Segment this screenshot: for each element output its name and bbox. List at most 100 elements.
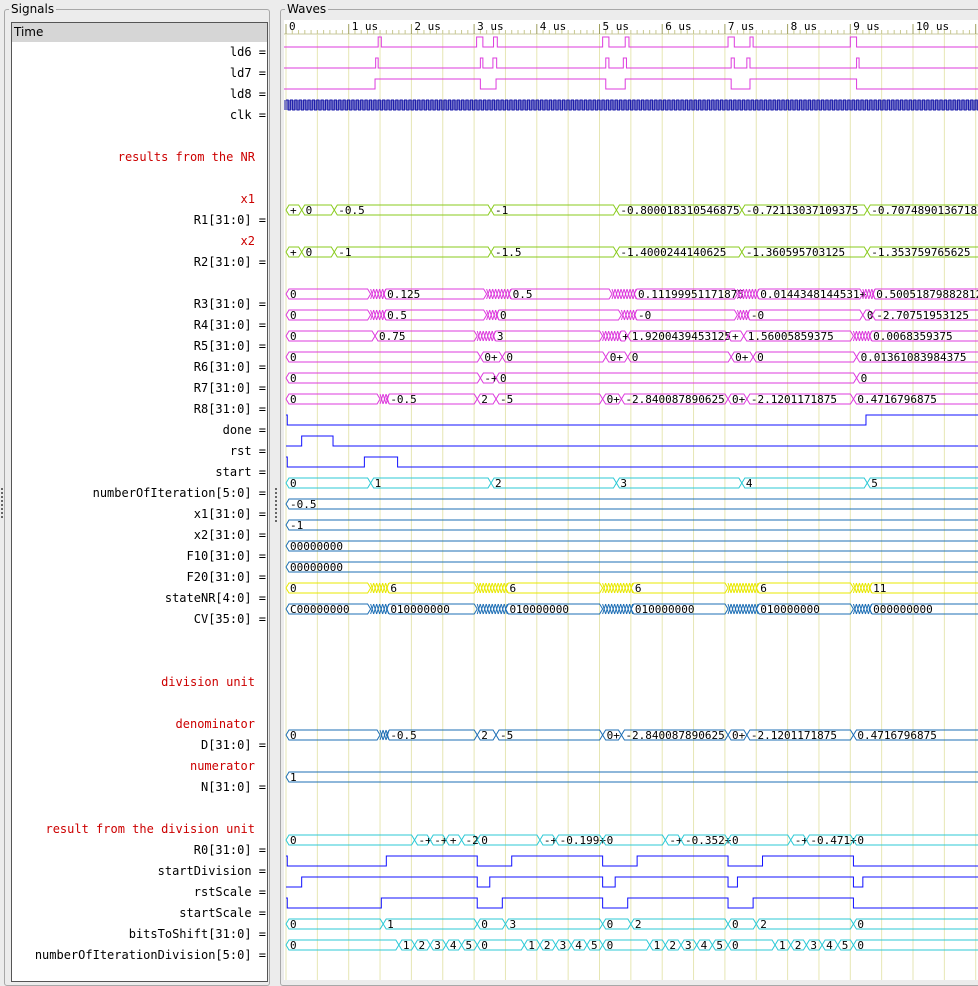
bus-transition-hatch	[733, 603, 738, 615]
signal-name-row[interactable]: D[31:0] =	[200, 738, 266, 752]
comment-row[interactable]: x2	[240, 234, 255, 248]
signal-name-row[interactable]: numberOfIteration[5:0] =	[92, 486, 266, 500]
bus-value-label: 1	[779, 939, 786, 952]
bus-transition-hatch	[742, 309, 747, 321]
pane-splitter-grip[interactable]	[273, 488, 279, 524]
bus-value-label: 3	[434, 939, 441, 952]
comment-row[interactable]: result from the division unit	[45, 822, 255, 836]
signal-name-row[interactable]: R4[31:0] =	[193, 318, 266, 332]
bus-transition-hatch	[614, 288, 619, 300]
time-label: 4 us	[540, 20, 567, 33]
bus-segment	[755, 582, 855, 594]
bus-transition-hatch	[382, 603, 387, 615]
signal-name-row[interactable]: bitsToShift[31:0] =	[128, 927, 266, 941]
signal-name-row[interactable]: rstScale =	[193, 885, 266, 899]
bus-transition-hatch	[858, 330, 863, 342]
comment-row[interactable]: numerator	[189, 759, 255, 773]
signal-name-row[interactable]: x1[31:0] =	[193, 507, 266, 521]
left-splitter-grip[interactable]	[0, 488, 4, 524]
bus-segment	[285, 603, 372, 615]
bus-value-label: 00000000	[290, 561, 343, 574]
comment-row[interactable]: denominator	[175, 717, 255, 731]
signal-name-row[interactable]: x2[31:0] =	[193, 528, 266, 542]
signal-name-row[interactable]: ld6 =	[229, 45, 266, 59]
comment-row[interactable]: division unit	[161, 675, 255, 689]
signal-name-row[interactable]: CV[35:0] =	[193, 612, 266, 626]
pulse-trace	[284, 78, 978, 90]
bus-value-label: 000000000	[873, 603, 933, 616]
bus-value-label: -2	[466, 834, 479, 847]
bus-segment	[633, 288, 739, 300]
time-label: 1 us	[352, 20, 379, 33]
bus-value-label: -1.5	[495, 246, 522, 259]
bus-value-label: 0.11199951171875	[638, 288, 744, 301]
bus-value-label: 0	[632, 351, 639, 364]
bus-segment	[285, 939, 400, 951]
bus-value-label: 3	[810, 939, 817, 952]
bus-transition-hatch	[491, 603, 496, 615]
bus-segment	[755, 288, 864, 300]
bus-value-label: 1	[290, 771, 297, 784]
bus-transition-hatch	[626, 288, 631, 300]
signal-name-row[interactable]: F10[31:0] =	[186, 549, 266, 563]
signal-name-row[interactable]: R6[31:0] =	[193, 360, 266, 374]
signal-name-row[interactable]: ld7 =	[229, 66, 266, 80]
bus-segment	[630, 918, 729, 930]
signal-name-row[interactable]: start =	[215, 465, 266, 479]
bus-transition-hatch	[605, 582, 610, 594]
bus-value-label: 0	[290, 582, 297, 595]
bus-segment	[855, 351, 978, 363]
bus-value-label: -1	[338, 246, 351, 259]
bus-value-label: C00000000	[290, 603, 350, 616]
signal-name-row[interactable]: stateNR[4:0] =	[164, 591, 266, 605]
bus-value-label: -0.72113037109375	[746, 204, 859, 217]
bus-value-label: 0+	[607, 393, 621, 406]
bus-transition-hatch	[488, 582, 493, 594]
bus-segment	[852, 939, 978, 951]
signal-name-row[interactable]: R2[31:0] =	[193, 255, 266, 269]
signal-name-row[interactable]: rst =	[229, 444, 266, 458]
signal-name-row[interactable]: N[31:0] =	[200, 780, 266, 794]
bus-transition-hatch	[620, 603, 625, 615]
bus-transition-hatch	[498, 288, 503, 300]
time-label: 6 us	[665, 20, 692, 33]
bus-transition-hatch	[617, 603, 622, 615]
comment-row[interactable]: results from the NR	[117, 150, 255, 164]
bus-value-label: 0.0068359375	[873, 330, 952, 343]
bus-value-label: -0.5	[290, 498, 317, 511]
bus-transition-hatch	[623, 603, 628, 615]
bus-value-label: 5	[842, 939, 849, 952]
signal-name-row[interactable]: R8[31:0] =	[193, 402, 266, 416]
signals-list[interactable]: Time ld6 =ld7 =ld8 =clk =results from th…	[11, 22, 268, 982]
bus-value-label: 0.01361083984375	[861, 351, 967, 364]
signal-name-row[interactable]: R3[31:0] =	[193, 297, 266, 311]
signal-name-row[interactable]: ld8 =	[229, 87, 266, 101]
bus-transition-hatch	[479, 582, 484, 594]
comment-row[interactable]: x1	[240, 192, 255, 206]
bus-transition-hatch	[497, 603, 502, 615]
signal-name-row[interactable]: F20[31:0] =	[186, 570, 266, 584]
bus-transition-hatch	[611, 603, 616, 615]
bus-value-label: 0.500518798828125	[876, 288, 978, 301]
signal-name-row[interactable]: R5[31:0] =	[193, 339, 266, 353]
bus-segment	[285, 330, 376, 342]
bus-transition-hatch	[379, 288, 384, 300]
signal-name-row[interactable]: numberOfIterationDivision[5:0] =	[34, 948, 266, 962]
bus-value-label: 0.0144348144531+	[760, 288, 866, 301]
bus-segment	[755, 918, 855, 930]
bus-value-label: -1	[495, 204, 508, 217]
signal-name-row[interactable]: startDivision =	[157, 864, 266, 878]
signal-name-row[interactable]: R1[31:0] =	[193, 213, 266, 227]
bus-segment	[871, 309, 978, 321]
signal-name-row[interactable]: R0[31:0] =	[193, 843, 266, 857]
signal-name-row[interactable]: R7[31:0] =	[193, 381, 266, 395]
bus-transition-hatch	[602, 582, 607, 594]
signal-name-row[interactable]: done =	[222, 423, 266, 437]
bus-segment	[285, 561, 978, 573]
signal-name-row[interactable]: startScale =	[179, 906, 266, 920]
bus-segment	[285, 498, 978, 510]
signal-name-row[interactable]: clk =	[229, 108, 266, 122]
bus-segment	[285, 519, 978, 531]
